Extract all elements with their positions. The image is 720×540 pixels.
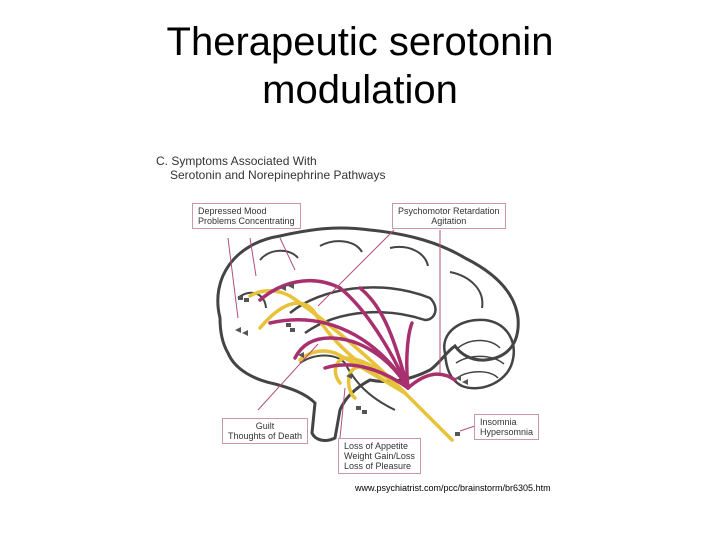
ne-path-7 xyxy=(268,318,410,390)
cerebellum-fold-1 xyxy=(457,339,501,349)
terminal-marker xyxy=(286,323,291,327)
label-text: Problems Concentrating xyxy=(198,216,295,226)
brain-outline xyxy=(216,226,520,442)
terminal-marker xyxy=(455,432,460,436)
terminal-marker xyxy=(288,283,294,289)
source-url: www.psychiatrist.com/pcc/brainstorm/br63… xyxy=(355,483,551,493)
leader-line-mood xyxy=(249,237,257,277)
serotonin-path-5 xyxy=(403,391,454,442)
label-text: Agitation xyxy=(431,216,467,226)
leader-line-psychomotor xyxy=(317,229,395,307)
terminal-marker xyxy=(455,375,461,381)
terminal-marker xyxy=(462,379,468,385)
label-text: Depressed Mood xyxy=(198,206,267,216)
label-psychomotor: Psychomotor Retardation Agitation xyxy=(392,203,506,229)
cortex-fold-3 xyxy=(389,246,429,267)
leader-line-appetite xyxy=(339,387,346,439)
label-text: Loss of Pleasure xyxy=(344,461,412,471)
cortex-fold-1 xyxy=(259,249,299,261)
leader-line-guilt xyxy=(257,343,319,411)
label-appetite: Loss of Appetite Weight Gain/Loss Loss o… xyxy=(338,438,421,474)
terminal-marker xyxy=(290,328,295,332)
cerebellum-fold-3 xyxy=(459,371,499,379)
leader-lines xyxy=(227,229,476,439)
figure-heading-line-1: C. Symptoms Associated With xyxy=(156,154,317,168)
slide-title-line-1: Therapeutic serotonin xyxy=(166,20,554,64)
terminal-marker xyxy=(298,352,304,358)
terminal-marker xyxy=(238,296,243,300)
label-text: Guilt xyxy=(255,421,275,431)
terminal-marker xyxy=(356,406,361,410)
terminal-markers xyxy=(235,283,468,436)
brain-diagram xyxy=(216,226,520,442)
ne-path-4 xyxy=(405,321,414,390)
slide-title-line-2: modulation xyxy=(262,68,458,112)
norepinephrine-pathways xyxy=(258,279,457,390)
terminal-marker xyxy=(362,410,367,414)
serotonin-pathways xyxy=(248,289,454,442)
label-text: Weight Gain/Loss xyxy=(344,451,415,461)
ne-path-1 xyxy=(258,279,410,390)
terminal-marker xyxy=(346,373,352,379)
label-text: Psychomotor Retardation xyxy=(398,206,500,216)
label-text: Insomnia xyxy=(480,417,517,427)
brainstem-inner xyxy=(344,362,396,411)
label-depressed-mood: Depressed Mood Problems Concentrating xyxy=(192,203,301,229)
leader-line-mood xyxy=(279,237,296,271)
terminal-marker xyxy=(244,298,249,302)
cortex-fold-4 xyxy=(449,271,484,309)
figure-heading-line-2: Serotonin and Norepinephrine Pathways xyxy=(170,168,386,182)
terminal-marker xyxy=(242,330,248,336)
label-insomnia: Insomnia Hypersomnia xyxy=(474,414,540,440)
brain-pathways-figure: C. Symptoms Associated With Serotonin an… xyxy=(140,148,560,488)
label-text: Hypersomnia xyxy=(480,427,534,437)
terminal-marker xyxy=(235,327,241,333)
terminal-marker xyxy=(280,285,286,291)
slide-title: Therapeutic serotonin modulation xyxy=(0,18,720,114)
cortex-fold-2 xyxy=(319,240,363,253)
cerebellum-fold-2 xyxy=(455,355,505,365)
leader-line-mood xyxy=(227,237,239,319)
ne-path-2 xyxy=(358,286,410,390)
ne-path-6 xyxy=(323,363,410,390)
leader-line-sleep xyxy=(459,425,476,432)
ne-path-5 xyxy=(406,372,457,390)
label-guilt: Guilt Thoughts of Death xyxy=(222,418,309,444)
label-text: Loss of Appetite xyxy=(344,441,409,451)
figure-heading: C. Symptoms Associated With Serotonin an… xyxy=(156,154,385,182)
serotonin-path-6 xyxy=(346,365,407,400)
label-text: Thoughts of Death xyxy=(228,431,303,441)
